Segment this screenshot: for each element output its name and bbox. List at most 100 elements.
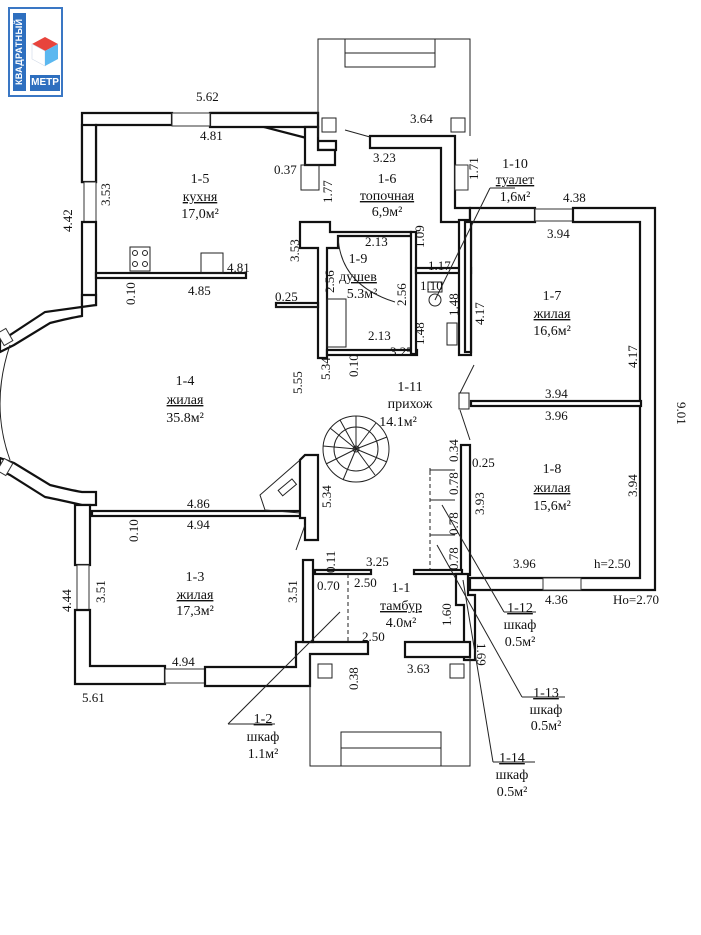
- dim: 1.69: [474, 643, 489, 666]
- dim: 9.01: [674, 402, 689, 425]
- dim: 2.56: [322, 270, 337, 293]
- svg-text:4.0м²: 4.0м²: [386, 616, 417, 631]
- leader-1-14: [462, 579, 494, 763]
- svg-text:1-9: 1-9: [349, 252, 368, 267]
- dim: 3.96: [513, 556, 536, 571]
- dim: 3.53: [287, 239, 302, 262]
- dim: 0.25: [275, 289, 298, 304]
- room-1-3: 1-3 жилая 17,3м²: [176, 570, 214, 619]
- room-1-10: 1-10 туалет 1,6м²: [496, 157, 534, 205]
- dim: 3.25: [366, 554, 389, 569]
- window-kitchen-top: [171, 112, 211, 127]
- svg-text:15,6м²: 15,6м²: [533, 499, 571, 514]
- wall-bay-window: [0, 293, 98, 354]
- dim: 4.94: [187, 517, 210, 532]
- dim: h=2.50: [594, 556, 631, 571]
- dim: 0.34: [446, 439, 461, 462]
- leader-1-12: [441, 504, 505, 613]
- wall-room7-top: [468, 206, 537, 224]
- dim: 2.56: [394, 283, 409, 306]
- window-kitchen-left: [83, 181, 97, 223]
- window-room8-bottom: [542, 577, 582, 591]
- dim: 3.94: [625, 474, 640, 497]
- sink-icon: [200, 252, 224, 274]
- wall-room3-left-lower: [73, 608, 167, 686]
- wall-vestibule-bottom: [403, 640, 472, 659]
- dim: 4.86: [187, 496, 210, 511]
- wall-living-room3: [90, 509, 304, 518]
- wall-room8-left: [459, 443, 472, 577]
- svg-text:душев: душев: [339, 270, 377, 285]
- wall-room3-bottom: [203, 640, 370, 688]
- svg-text:16,6м²: 16,6м²: [533, 324, 571, 339]
- svg-text:1-3: 1-3: [186, 570, 205, 585]
- cube-icon: [31, 37, 58, 67]
- dim: 1.48: [412, 322, 427, 345]
- wall-vestibule-top: [313, 568, 373, 576]
- dim: 4.81: [200, 128, 223, 143]
- dim: 1.71: [466, 157, 481, 180]
- wall-kitchen-left-lower: [80, 220, 98, 307]
- svg-text:жилая: жилая: [176, 588, 214, 603]
- dim: 0.11: [323, 551, 338, 573]
- stove-icon: [129, 246, 151, 272]
- dim: 4.38: [563, 190, 586, 205]
- room-1-8: 1-8 жилая 15,6м²: [533, 462, 571, 514]
- room-1-4: 1-4 жилая 35.8м²: [166, 374, 204, 426]
- dim: 0.10: [126, 519, 141, 542]
- svg-text:1-12: 1-12: [507, 601, 533, 616]
- wall-stair: [298, 453, 320, 542]
- svg-text:1-13: 1-13: [533, 686, 559, 701]
- spiral-staircase-icon: [322, 415, 390, 483]
- dim: 5.61: [82, 690, 105, 705]
- dim: 5.62: [196, 89, 219, 104]
- svg-text:шкаф: шкаф: [247, 730, 280, 745]
- dim: 1.60: [439, 603, 454, 626]
- dim: 5.55: [290, 371, 305, 394]
- dim: Ho=2.70: [613, 592, 659, 607]
- room-1-11: 1-11 прихож 14.1м²: [379, 380, 432, 430]
- svg-text:шкаф: шкаф: [504, 618, 537, 633]
- svg-text:1,6м²: 1,6м²: [500, 190, 531, 205]
- svg-text:14.1м²: 14.1м²: [379, 415, 417, 430]
- logo-metr-text: МЕТР: [30, 75, 60, 91]
- room-1-14: 1-14 шкаф 0.5м²: [496, 751, 529, 800]
- svg-text:1-14: 1-14: [499, 751, 525, 766]
- toilet-bowl-icon: [428, 293, 442, 307]
- dim: 0.10: [123, 282, 138, 305]
- dim: 0.78: [446, 512, 461, 535]
- room-1-6: 1-6 топочная 6,9м²: [360, 172, 415, 220]
- wall-kitchen-living: [94, 271, 248, 280]
- svg-text:жилая: жилая: [166, 393, 204, 408]
- svg-text:5.3м²: 5.3м²: [347, 287, 378, 302]
- dim: 2.50: [354, 575, 377, 590]
- svg-text:1-5: 1-5: [191, 172, 210, 187]
- svg-text:17,0м²: 17,0м²: [181, 207, 219, 222]
- dim: 4.44: [59, 589, 74, 612]
- dim: 0.37: [274, 162, 297, 177]
- walls: [0, 38, 657, 767]
- dim: 1.10: [420, 278, 443, 293]
- room-1-13: 1-13 шкаф 0.5м²: [530, 686, 563, 734]
- wall-room3-right: [301, 558, 315, 644]
- dim: 1.77: [320, 180, 335, 203]
- dim: 0.25: [472, 455, 495, 470]
- dimension-labels: 5.62 4.81 0.37 4.81 4.85 4.42 3.53 0.10 …: [59, 89, 689, 705]
- dim: 4.17: [472, 302, 487, 325]
- wall-outer-right: [468, 206, 657, 592]
- dim: 5.34: [319, 485, 334, 508]
- wall-kitchen-left-upper: [80, 123, 98, 184]
- wall-vestibule-right: [454, 572, 477, 662]
- svg-text:шкаф: шкаф: [530, 703, 563, 718]
- dim: 5.34: [318, 357, 333, 380]
- room-1-7: 1-7 жилая 16,6м²: [533, 289, 571, 339]
- dim: 3.96: [545, 408, 568, 423]
- dim: 0.78: [446, 547, 461, 570]
- leader-1-10: [434, 187, 491, 301]
- svg-text:1-6: 1-6: [378, 172, 397, 187]
- room-1-12: 1-12 шкаф 0.5м²: [504, 601, 537, 650]
- dim: 4.81: [227, 260, 250, 275]
- svg-text:0.5м²: 0.5м²: [531, 719, 562, 734]
- svg-text:1.1м²: 1.1м²: [248, 747, 279, 762]
